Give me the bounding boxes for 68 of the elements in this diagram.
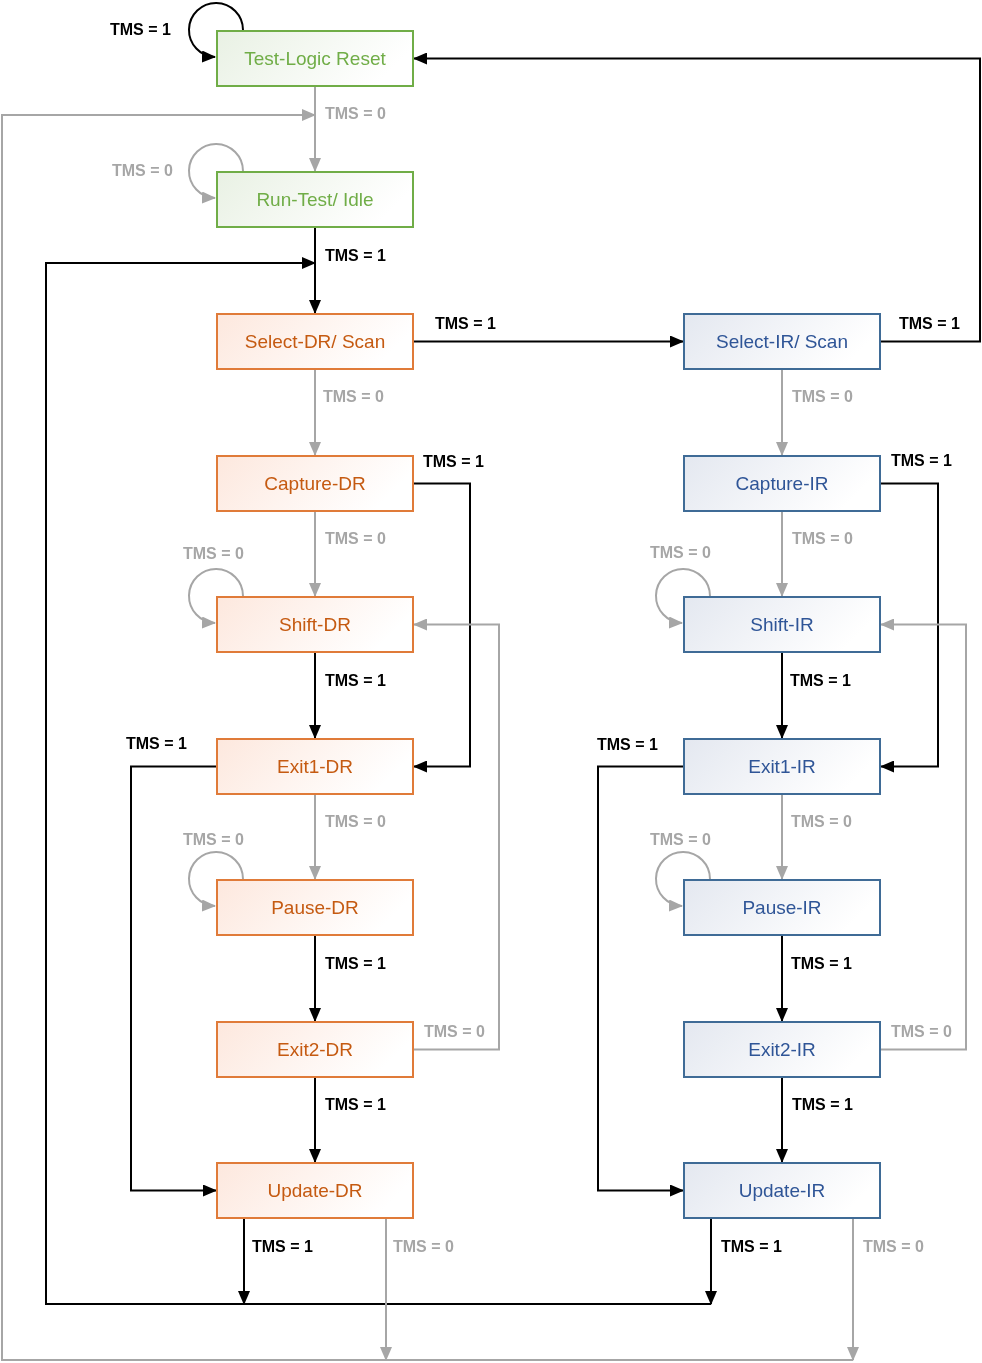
arrow bbox=[45, 257, 712, 1305]
arrow bbox=[880, 618, 967, 1051]
arrow bbox=[309, 1077, 321, 1163]
arrow bbox=[238, 1218, 250, 1305]
state-box bbox=[216, 738, 414, 795]
state-name: Exit1-IR bbox=[748, 755, 816, 778]
arrow bbox=[776, 794, 788, 880]
state-name: Run-Test/ Idle bbox=[256, 188, 374, 211]
arrow bbox=[776, 511, 788, 597]
state-name: Capture-DR bbox=[264, 472, 366, 495]
state-name: Pause-IR bbox=[742, 896, 822, 919]
state-box bbox=[216, 1162, 414, 1219]
arrow bbox=[597, 765, 684, 1197]
state-name: Shift-IR bbox=[750, 613, 814, 636]
state-box bbox=[683, 738, 881, 795]
arrow bbox=[309, 114, 321, 172]
state-box bbox=[683, 313, 881, 370]
loop-arrow bbox=[655, 568, 711, 628]
arrow bbox=[309, 935, 321, 1022]
arrow bbox=[309, 511, 321, 597]
arrow bbox=[847, 1218, 859, 1361]
arrow bbox=[309, 794, 321, 880]
arrow bbox=[413, 482, 471, 773]
state-name: Shift-DR bbox=[279, 613, 351, 636]
state-box bbox=[216, 879, 414, 936]
arrow bbox=[1, 109, 854, 1361]
arrow bbox=[776, 1077, 788, 1163]
arrow bbox=[776, 935, 788, 1022]
state-box bbox=[216, 455, 414, 512]
arrow bbox=[413, 618, 500, 1051]
arrow bbox=[309, 369, 321, 456]
arrow bbox=[776, 652, 788, 739]
state-box bbox=[683, 1021, 881, 1078]
arrow bbox=[776, 369, 788, 456]
loop-arrow bbox=[188, 851, 244, 911]
arrow bbox=[880, 482, 939, 773]
state-box bbox=[683, 596, 881, 653]
state-box bbox=[216, 596, 414, 653]
state-name: Capture-IR bbox=[735, 472, 829, 495]
state-box bbox=[216, 313, 414, 370]
arrow bbox=[130, 765, 217, 1197]
state-name: Pause-DR bbox=[271, 896, 359, 919]
loop-arrow bbox=[188, 568, 244, 628]
state-name: Exit1-DR bbox=[277, 755, 353, 778]
arrow bbox=[380, 1218, 392, 1361]
state-name: Test-Logic Reset bbox=[244, 47, 386, 70]
connector-line bbox=[314, 227, 316, 264]
state-name: Select-DR/ Scan bbox=[244, 330, 386, 353]
arrow bbox=[413, 335, 684, 348]
arrow bbox=[309, 652, 321, 739]
loop-arrow bbox=[188, 143, 244, 203]
state-box bbox=[216, 171, 414, 228]
arrow bbox=[413, 52, 981, 343]
state-box bbox=[683, 455, 881, 512]
state-box bbox=[216, 30, 414, 87]
state-box bbox=[683, 1162, 881, 1219]
arrow bbox=[309, 262, 321, 314]
state-name: Exit2-DR bbox=[277, 1038, 353, 1061]
state-box bbox=[683, 879, 881, 936]
state-box bbox=[216, 1021, 414, 1078]
state-name: Update-DR bbox=[267, 1179, 363, 1202]
loop-arrow bbox=[655, 851, 711, 911]
state-name: Exit2-IR bbox=[748, 1038, 816, 1061]
connector-line bbox=[314, 86, 316, 116]
loop-arrow bbox=[188, 2, 244, 62]
state-name: Update-IR bbox=[738, 1179, 826, 1202]
arrow bbox=[705, 1218, 717, 1305]
state-name: Select-IR/ Scan bbox=[716, 330, 848, 353]
